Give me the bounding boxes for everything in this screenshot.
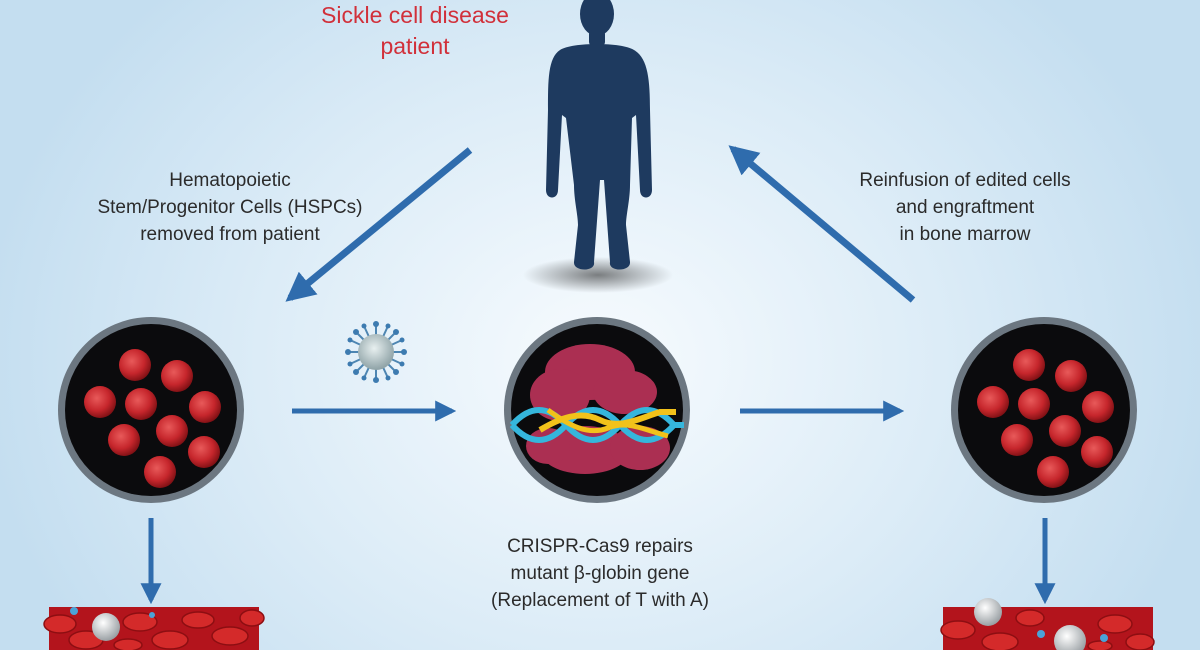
removal-label-line-3: removed from patient bbox=[140, 224, 320, 245]
blood-cells-icon bbox=[43, 607, 265, 650]
figure-shadow bbox=[523, 257, 673, 293]
arrow-to-dish-left bbox=[285, 147, 473, 302]
reinfusion-label: Reinfusion of edited cells and engraftme… bbox=[810, 167, 1120, 248]
reinfusion-label-line-1: Reinfusion of edited cells bbox=[859, 170, 1071, 191]
removal-label: Hematopoietic Stem/Progenitor Cells (HSP… bbox=[85, 167, 375, 248]
removal-label-line-2: Stem/Progenitor Cells (HSPCs) bbox=[97, 197, 363, 218]
reinfusion-label-line-3: in bone marrow bbox=[899, 224, 1031, 245]
patient-label-line-2: patient bbox=[380, 33, 450, 59]
blood-cells-icon-right bbox=[940, 598, 1155, 650]
crispr-label-line-1: CRISPR-Cas9 repairs bbox=[507, 536, 693, 557]
crispr-dish-icon bbox=[504, 317, 690, 503]
removal-label-line-1: Hematopoietic bbox=[169, 170, 291, 191]
patient-label-line-1: Sickle cell disease bbox=[321, 2, 509, 28]
crispr-label-line-2: mutant β-globin gene bbox=[510, 563, 690, 584]
virus-vector-icon bbox=[345, 321, 407, 383]
dna-helix-icon bbox=[509, 407, 684, 443]
reinfusion-label-line-2: and engraftment bbox=[895, 197, 1035, 218]
patient-label: Sickle cell disease patient bbox=[270, 0, 560, 62]
arrow-to-patient bbox=[728, 145, 916, 303]
crispr-label: CRISPR-Cas9 repairs mutant β-globin gene… bbox=[440, 533, 760, 614]
edited-cell-dish-icon bbox=[951, 317, 1137, 503]
human-silhouette-icon bbox=[546, 0, 652, 270]
cell-dish-icon bbox=[58, 317, 244, 503]
crispr-label-line-3: (Replacement of T with A) bbox=[491, 590, 709, 611]
